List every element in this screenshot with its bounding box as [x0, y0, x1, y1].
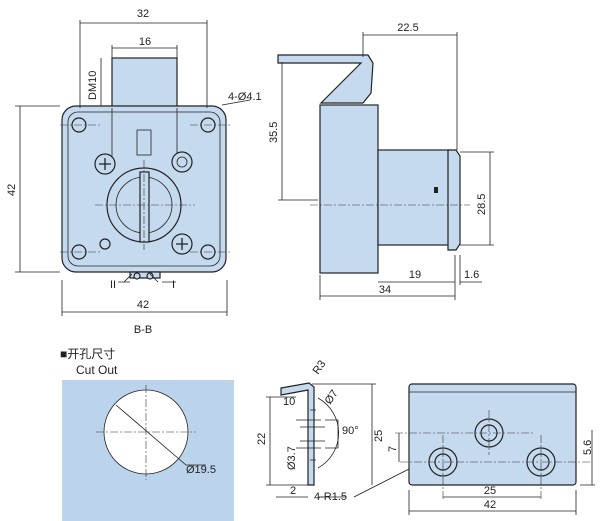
dim-25-height: 25 — [373, 430, 385, 442]
dim-2: 2 — [290, 485, 296, 497]
dim-22: 22 — [256, 433, 268, 445]
dim-19: 19 — [409, 269, 421, 281]
dim-hole-diameter: 4-Ø4.1 — [228, 91, 262, 103]
dim-7: 7 — [387, 446, 399, 452]
dim-height-42: 42 — [6, 184, 18, 196]
marker-i: I — [172, 279, 175, 291]
strike-plate-views: R3 10 Ø7 90° 22 Ø3.7 25 7 5.6 2 4-R1.5 2… — [256, 358, 595, 515]
marker-ii: II — [110, 279, 116, 291]
dim-35-5: 35.5 — [268, 122, 280, 143]
dim-dm10: DM10 — [87, 71, 99, 100]
dim-width-42: 42 — [137, 299, 149, 311]
dim-19-5: Ø19.5 — [186, 464, 216, 476]
dim-o7: Ø7 — [323, 388, 341, 407]
cutout-subtitle: Cut Out — [76, 363, 118, 377]
dim-o3-7: Ø3.7 — [286, 446, 298, 470]
dim-34: 34 — [379, 284, 391, 296]
dim-10: 10 — [283, 396, 295, 408]
lock-side-view: 22.5 35.5 28.5 19 1.6 34 — [268, 22, 494, 300]
key-slot — [139, 171, 150, 243]
dim-32: 32 — [137, 8, 149, 20]
dim-16: 16 — [139, 36, 151, 48]
lock-front-view: 32 16 DM10 4-Ø4.1 42 42 II I B-B — [6, 8, 262, 336]
dim-r3: R3 — [311, 358, 329, 376]
section-label: B-B — [134, 324, 152, 336]
cutout-title: ■开孔尺寸 — [60, 347, 115, 361]
dim-5-6: 5.6 — [582, 440, 594, 455]
spindle — [111, 57, 178, 109]
dim-42-width: 42 — [484, 499, 496, 511]
dim-4-r1-5: 4-R1.5 — [314, 491, 347, 503]
bolt — [277, 54, 374, 104]
dim-28-5: 28.5 — [476, 194, 488, 215]
flange — [447, 149, 461, 251]
dim-90: 90° — [342, 425, 359, 437]
cutout-section: ■开孔尺寸 Cut Out Ø19.5 — [60, 347, 234, 521]
lock-body-side — [319, 104, 379, 274]
dim-1-6: 1.6 — [464, 269, 479, 281]
dim-25-spacing: 25 — [484, 485, 496, 497]
cylinder-side — [377, 149, 451, 246]
dim-22-5: 22.5 — [397, 22, 418, 34]
